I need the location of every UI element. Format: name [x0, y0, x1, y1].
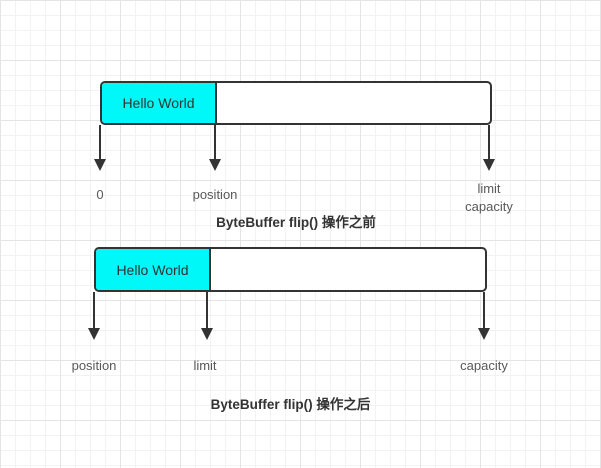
arrow-down-icon-before-zero	[99, 125, 101, 160]
arrow-down-icon-after-capacity	[483, 292, 485, 329]
buffer-content-label-after: Hello World	[116, 261, 189, 278]
marker-label-capacity-after: capacity	[460, 358, 508, 373]
buffer-filled-region-after: Hello World	[96, 249, 211, 290]
arrow-down-icon-before-position	[214, 125, 216, 160]
marker-label-zero: 0	[96, 187, 104, 202]
marker-label-limit-after: limit	[193, 358, 217, 373]
marker-label-position-before: position	[192, 187, 238, 202]
marker-label-limit-capacity: limit capacity	[465, 181, 513, 214]
buffer-content-label-before: Hello World	[122, 95, 195, 111]
caption-before: ByteBuffer flip() 操作之前	[216, 215, 376, 230]
arrow-down-icon-before-limit	[488, 125, 490, 160]
buffer-filled-region-before: Hello World	[102, 83, 217, 123]
marker-label-position-after: position	[71, 358, 117, 373]
arrow-down-icon-after-limit	[206, 292, 208, 329]
buffer-bar-after: Hello World	[94, 247, 487, 292]
buffer-bar-before: Hello World	[100, 81, 492, 125]
caption-after: ByteBuffer flip() 操作之后	[210, 397, 371, 412]
arrow-down-icon-after-position	[93, 292, 95, 329]
